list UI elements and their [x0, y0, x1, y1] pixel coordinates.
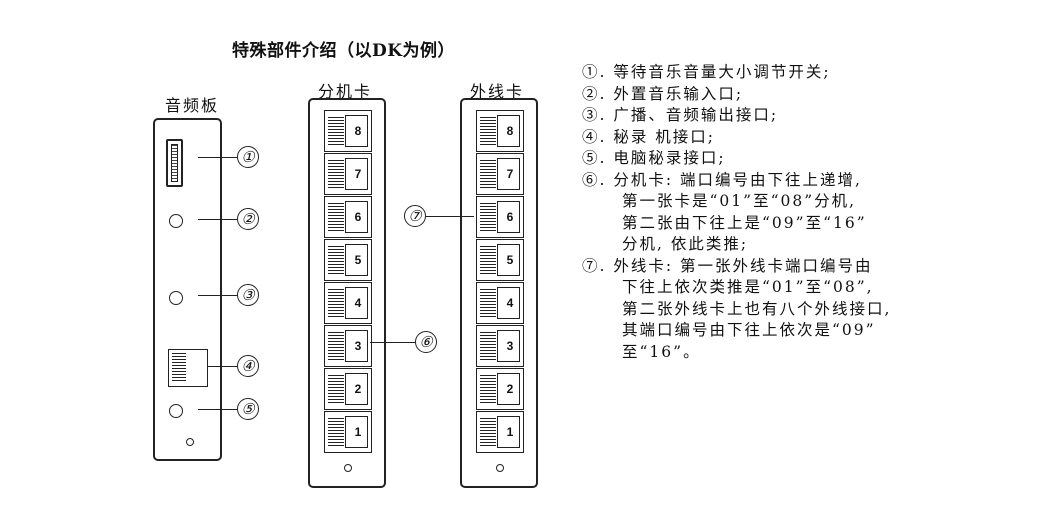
callout-4: ④	[237, 355, 259, 377]
leader-line	[198, 409, 238, 410]
audio-board-panel	[153, 118, 222, 461]
extension-card-label: 分机卡	[318, 82, 373, 101]
mount-hole	[186, 438, 194, 446]
port-number: 7	[506, 167, 514, 181]
description-list: ①. 等待音乐音量大小调节开关; ②. 外置音乐输入口; ③. 广播、音频输出接…	[582, 62, 891, 363]
port-number: 3	[354, 339, 362, 353]
callout-7: ⑦	[404, 205, 426, 227]
description-item-7: ⑦. 外线卡: 第一张外线卡端口编号由	[582, 256, 873, 275]
port-number: 2	[506, 382, 514, 396]
port-number: 2	[354, 382, 362, 396]
callout-6: ⑥	[415, 331, 437, 353]
port-number: 7	[354, 167, 362, 181]
trunk-port: 2	[476, 368, 524, 410]
description-item-3: ③. 广播、音频输出接口;	[582, 106, 779, 124]
recorder-port	[168, 349, 208, 387]
pc-recorder-jack	[169, 404, 183, 418]
port-number: 5	[506, 253, 514, 267]
port-number: 4	[354, 296, 362, 310]
leader-line	[198, 157, 238, 158]
port-number: 8	[354, 124, 362, 138]
extension-port: 5	[324, 239, 372, 281]
description-item-6-line-2: 第一张卡是“01”至“08”分机,	[622, 192, 857, 210]
port-number: 3	[506, 339, 514, 353]
extension-port: 6	[324, 196, 372, 238]
audio-output-jack	[169, 291, 183, 305]
description-item-5: ⑤. 电脑秘录接口;	[582, 149, 726, 167]
leader-line	[207, 366, 238, 367]
description-item-4: ④. 秘录 机接口;	[582, 127, 716, 146]
port-number: 4	[506, 296, 514, 310]
extension-port: 8	[324, 110, 372, 152]
description-item-6: ⑥. 分机卡: 端口编号由下往上递增,	[582, 170, 862, 189]
description-item-7-line-5: 至“16”。	[622, 342, 701, 361]
port-number: 5	[354, 253, 362, 267]
description-item-7-line-4: 其端口编号由下往上依次是“09”	[622, 321, 876, 339]
trunk-port: 4	[476, 282, 524, 324]
leader-line	[426, 216, 474, 217]
description-item-6-line-4: 分机, 依此类推;	[622, 235, 749, 253]
description-item-2: ②. 外置音乐输入口;	[582, 84, 744, 103]
extension-port: 7	[324, 153, 372, 195]
mount-hole	[496, 464, 504, 472]
description-item-7-line-3: 第二张外线卡上也有八个外线接口,	[622, 299, 892, 318]
callout-2: ②	[237, 208, 259, 230]
callout-1: ①	[237, 146, 259, 168]
description-item-6-line-3: 第二张由下往上是“09”至“16”	[622, 213, 867, 232]
description-item-7-line-2: 下往上依次类推是“01”至“08”,	[622, 278, 874, 296]
trunk-card-label: 外线卡	[470, 82, 525, 101]
extension-port: 4	[324, 282, 372, 324]
leader-line	[198, 219, 238, 220]
trunk-port: 3	[476, 325, 524, 367]
extension-card-panel: 8 7 6 5 4 3 2 1	[308, 98, 386, 488]
trunk-port: 1	[476, 411, 524, 453]
music-input-jack	[169, 214, 183, 228]
callout-5: ⑤	[237, 398, 259, 420]
page-title: 特殊部件介绍（以DK为例）	[232, 41, 456, 61]
port-number: 8	[506, 124, 514, 138]
port-number: 6	[506, 210, 514, 224]
trunk-port: 5	[476, 239, 524, 281]
trunk-port: 7	[476, 153, 524, 195]
mount-hole	[344, 464, 352, 472]
extension-port: 2	[324, 368, 372, 410]
port-number: 1	[354, 425, 362, 439]
extension-port: 3	[324, 325, 372, 367]
trunk-port: 8	[476, 110, 524, 152]
audio-board-label: 音频板	[165, 96, 220, 115]
extension-port: 1	[324, 411, 372, 453]
port-number: 1	[506, 425, 514, 439]
leader-line	[198, 295, 238, 296]
description-item-1: ①. 等待音乐音量大小调节开关;	[582, 63, 831, 81]
trunk-port: 6	[476, 196, 524, 238]
trunk-card-panel: 8 7 6 5 4 3 2 1	[460, 98, 538, 488]
callout-3: ③	[237, 284, 259, 306]
volume-switch	[166, 139, 183, 187]
leader-line	[370, 342, 416, 343]
port-number: 6	[354, 210, 362, 224]
